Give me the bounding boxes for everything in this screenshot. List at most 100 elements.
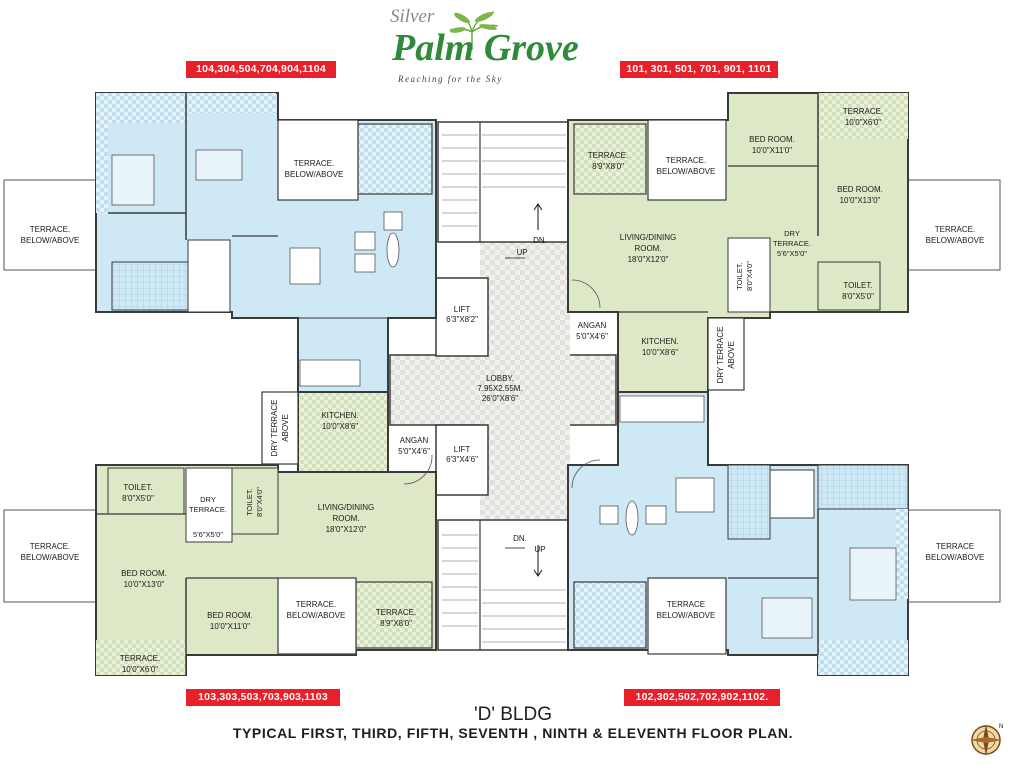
dry-terrace-strip-right [707,317,745,391]
angan-bl-size: 5'0"X4'6" [398,447,430,456]
lobby-label: LOBBY. 7.95X2.55M. 26'0"X8'6" [477,374,522,403]
lift-bottom-size: 6'3"X4'6" [446,455,478,464]
angan-tr-size: 5'0"X4'6" [576,332,608,341]
unit-top-left [95,92,437,393]
dry-terrace-tr-label: DRY [784,229,800,238]
toilet-85-bl-size: 8'0"X5'0" [122,494,154,503]
terrace-ba-bl-label: TERRACE. [296,600,336,609]
terrace-left-top-label: TERRACE. [30,225,70,234]
terrace-small-bl-size: 8'9"X8'0" [380,619,412,628]
living-bl-sub: ROOM. [332,514,359,523]
logo: Silver Palm Grove Reaching for the Sky [380,2,610,92]
terrace-tl-sub: BELOW/ABOVE [285,170,344,179]
terrace-ba-br-label: TERRACE [667,600,705,609]
unit-badge-bottom-left: 103,303,503,703,903,1103 [186,689,340,706]
dry-terrace-bl-label: DRY [200,495,216,504]
bedroom-11-bl-size: 10'0"X11'0" [210,622,250,631]
toilet-85-tr-label: TOILET. [843,281,872,290]
toilet-85-tr-size: 8'0"X5'0" [842,292,874,301]
terrace-ba-tr-sub: BELOW/ABOVE [657,167,716,176]
dry-terrace-above-right: DRY TERRACE ABOVE [716,327,736,384]
living-bl-size: 18'0"X12'0" [326,525,367,534]
bedroom-11-tr-size: 10'0"X11'0" [752,146,792,155]
kitchen-tr-size: 10'0"X8'6" [642,348,678,357]
unit-badge-top-right: 101, 301, 501, 701, 901, 1101 [620,61,778,78]
dry-terrace-above-left: DRY TERRACE ABOVE [270,400,290,457]
dry-terrace-strip-left [261,391,299,465]
unit-top-right [567,92,909,393]
living-bl-label: LIVING/DINING [318,503,374,512]
dry-terrace-tr-sub: TERRACE. [773,239,811,248]
kitchen-bl-size: 10'0"X8'6" [322,422,358,431]
dry-terrace-above-left-label: DRY TERRACE [270,400,279,457]
dry-terrace-above-left-sub: ABOVE [281,414,290,442]
lift-top-label: LIFT [454,305,471,314]
terrace-ba-br-sub: BELOW/ABOVE [657,611,716,620]
dry-terrace-above-right-label: DRY TERRACE [716,327,725,384]
stair-bottom-dn: DN. [513,534,527,543]
unit-bottom-left [95,391,437,676]
logo-word-silver: Silver [390,6,435,27]
palm-leaf-icon [449,11,499,50]
dry-terrace-above-right-sub: ABOVE [727,341,736,369]
terrace-right-bottom-label: TERRACE [936,542,974,551]
terrace-left-bottom-label: TERRACE. [30,542,70,551]
terrace-left-top-sub: BELOW/ABOVE [21,236,80,245]
bedroom-13-bl-size: 10'0"X13'0" [124,580,165,589]
stair-top-dn: DN. [533,236,547,245]
angan-bl-label: ANGAN [400,436,429,445]
terrace-ba-tr-label: TERRACE. [666,156,706,165]
floor-plan-caption: TYPICAL FIRST, THIRD, FIFTH, SEVENTH , N… [232,725,794,741]
stair-top-up: UP [516,248,527,257]
dry-terrace-tr-size: 5'6"X5'0" [777,249,807,258]
toilet-84-tr-size: 8'0"X4'0" [745,261,754,291]
angan-tr-label: ANGAN [578,321,607,330]
lobby-size-ft: 26'0"X8'6" [482,394,518,403]
bedroom-13-tr-label: BED ROOM. [837,185,883,194]
lift-bottom-label: LIFT [454,445,471,454]
bedroom-13-tr-size: 10'0"X13'0" [840,196,881,205]
bedroom-11-tr-label: BED ROOM. [749,135,795,144]
terrace-small-tr-size: 8'9"X8'0" [592,162,624,171]
compass-icon: N [970,724,1003,756]
building-name: 'D' BLDG [474,704,552,725]
terrace-small-bl-label: TERRACE. [376,608,416,617]
toilet-84-bl: TOILET. 8'0"X4'0" [245,487,264,517]
toilet-84-tr-label: TOILET. [735,262,744,289]
central-core [389,121,617,651]
dry-terrace-bl-sub: TERRACE. [189,505,227,514]
living-tr-sub: ROOM. [634,244,661,253]
unit-badge-top-left: 104,304,504,704,904,1104 [186,61,336,78]
terrace-right-top-label: TERRACE. [935,225,975,234]
stair-bottom-up: UP [534,545,545,554]
living-tr-size: 18'0"X12'0" [628,255,669,264]
living-tr-label: LIVING/DINING [620,233,676,242]
lobby-size-m: 7.95X2.55M. [477,384,522,393]
logo-tagline: Reaching for the Sky [398,74,503,84]
logo-word-palm-grove: Palm Grove [392,27,579,69]
terrace-10x6-tr-size: 10'0"X6'0" [845,118,881,127]
unit-bottom-right [567,391,909,676]
bedroom-13-bl-label: BED ROOM. [121,569,167,578]
lift-top-size: 6'3"X8'2" [446,315,478,324]
terrace-10x6-tr-label: TERRACE. [843,107,883,116]
terrace-small-tr-label: TERRACE. [588,151,628,160]
dry-terrace-bl-size: 5'6"X5'0" [193,530,223,539]
terrace-right-bottom-sub: BELOW/ABOVE [926,553,985,562]
terrace-tl-label: TERRACE. [294,159,334,168]
kitchen-bl-label: KITCHEN. [321,411,358,420]
toilet-84-tr: TOILET. 8'0"X4'0" [735,261,754,291]
lobby-text: LOBBY. [486,374,514,383]
terrace-left-bottom-sub: BELOW/ABOVE [21,553,80,562]
bedroom-11-bl-label: BED ROOM. [207,611,253,620]
kitchen-tr-label: KITCHEN. [641,337,678,346]
terrace-10x6-bl-label: TERRACE. [120,654,160,663]
terrace-right-top-sub: BELOW/ABOVE [926,236,985,245]
svg-text:N: N [999,724,1003,730]
toilet-84-bl-label: TOILET. [245,488,254,515]
terrace-ba-bl-sub: BELOW/ABOVE [287,611,346,620]
toilet-84-bl-size: 8'0"X4'0" [255,487,264,517]
outer-terraces [3,179,1001,603]
